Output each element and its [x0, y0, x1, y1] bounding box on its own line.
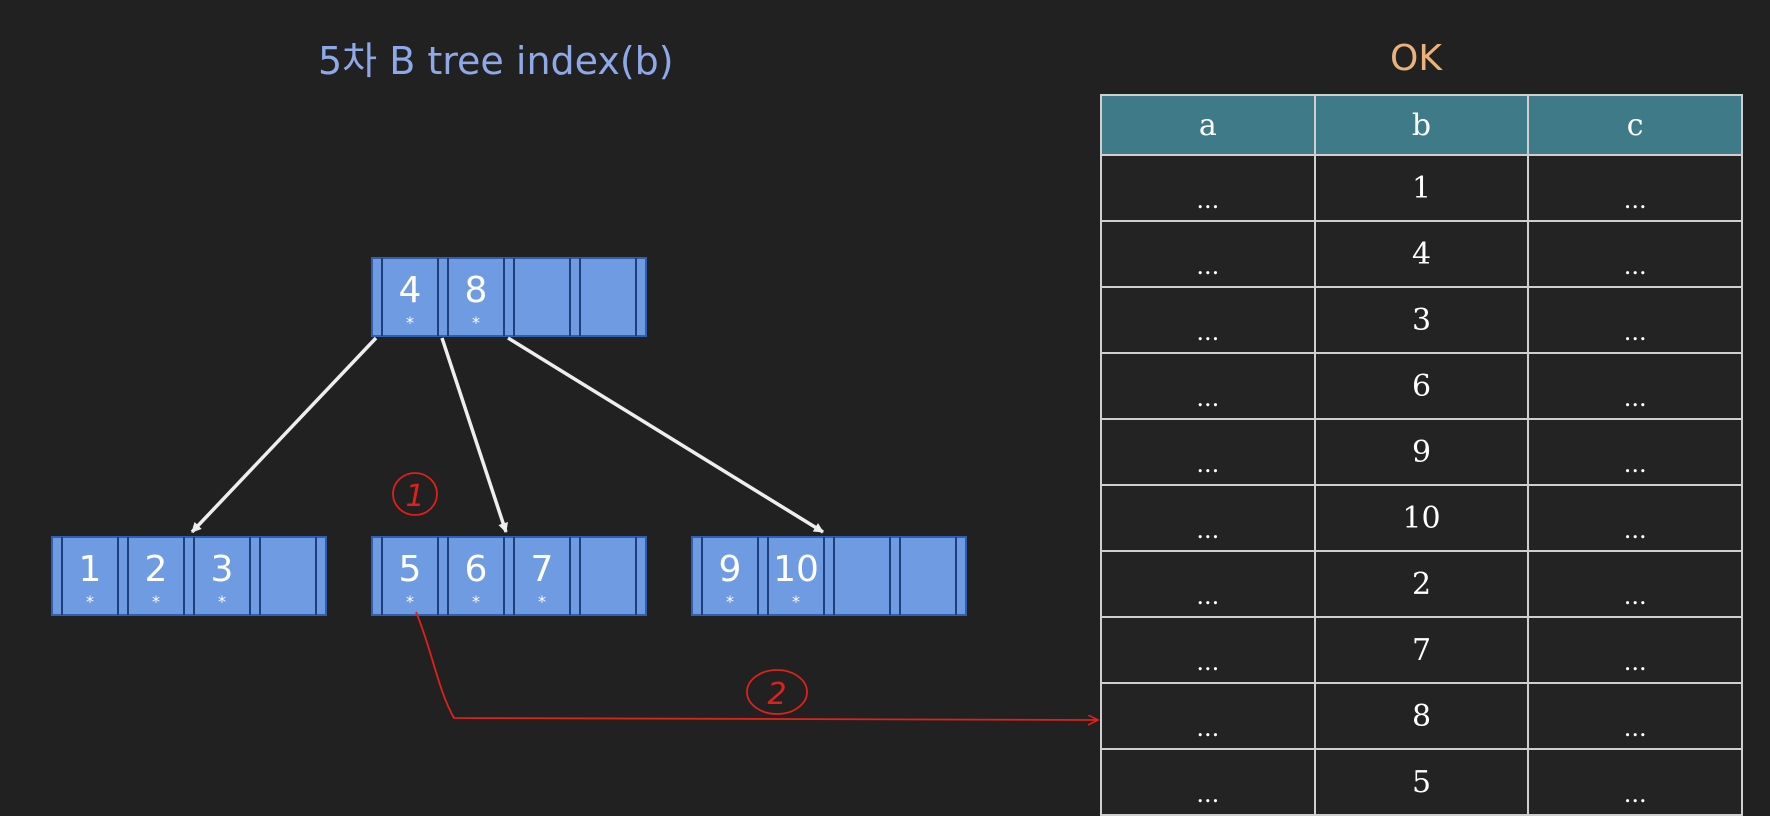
leaf-node-3: 9 * 10 *	[691, 536, 967, 616]
table-cell-a: ...	[1100, 154, 1316, 222]
edge-root-to-leaf-2	[440, 337, 508, 533]
leaf-node-2: 5 * 6 * 7 *	[371, 536, 647, 616]
table-row: ...8...	[1100, 682, 1743, 750]
table-cell-b: 9	[1313, 418, 1530, 486]
table-cell-c: ...	[1527, 286, 1743, 354]
record-pointer-mark: *	[406, 313, 414, 332]
step1-label: 1	[405, 479, 424, 514]
record-pointer-mark: *	[86, 592, 94, 611]
table-cell-b: 4	[1313, 220, 1530, 288]
table-row: ...1...	[1100, 154, 1743, 222]
table-cell-c: ...	[1527, 550, 1743, 618]
edge-root-to-leaf-3	[507, 336, 824, 534]
data-table: a b c ...1......4......3......6......9..…	[1100, 94, 1743, 816]
table-cell-b: 1	[1313, 154, 1530, 222]
table-row: ...6...	[1100, 352, 1743, 420]
edge-root-to-leaf-1	[190, 336, 378, 534]
table-row: ...10...	[1100, 484, 1743, 552]
table-row: ...5...	[1100, 748, 1743, 816]
ok-label: OK	[1390, 38, 1442, 79]
node-key: 10	[773, 549, 819, 590]
step1-circle	[392, 472, 438, 516]
table-row: ...4...	[1100, 220, 1743, 288]
table-cell-c: ...	[1527, 352, 1743, 420]
table-row: ...3...	[1100, 286, 1743, 354]
record-pointer-mark: *	[792, 592, 800, 611]
node-key: 1	[79, 549, 102, 590]
table-cell-b: 10	[1313, 484, 1530, 552]
node-key: 7	[531, 549, 554, 590]
record-pointer-mark: *	[472, 313, 480, 332]
step2-label: 2	[767, 677, 786, 712]
node-key: 5	[399, 549, 422, 590]
diagram-title: 5차 B tree index(b)	[318, 39, 674, 83]
table-cell-c: ...	[1527, 748, 1743, 816]
table-cell-c: ...	[1527, 418, 1743, 486]
table-cell-b: 6	[1313, 352, 1530, 420]
node-key: 6	[465, 549, 488, 590]
table-cell-a: ...	[1100, 682, 1316, 750]
record-pointer-mark: *	[152, 592, 160, 611]
table-cell-a: ...	[1100, 550, 1316, 618]
node-key: 2	[145, 549, 168, 590]
step2-circle	[746, 669, 808, 715]
table-cell-a: ...	[1100, 748, 1316, 816]
root-node: 4 * 8 *	[371, 257, 647, 337]
node-key: 8	[465, 270, 488, 311]
table-cell-c: ...	[1527, 484, 1743, 552]
column-header-c: c	[1527, 94, 1743, 156]
table-cell-a: ...	[1100, 484, 1316, 552]
record-pointer-mark: *	[406, 592, 414, 611]
record-pointer-mark: *	[218, 592, 226, 611]
node-key: 4	[399, 270, 422, 311]
table-cell-a: ...	[1100, 352, 1316, 420]
table-row: ...7...	[1100, 616, 1743, 684]
pointer-path-to-table	[415, 611, 1097, 720]
table-cell-b: 2	[1313, 550, 1530, 618]
table-header-row: a b c	[1100, 94, 1743, 156]
table-cell-a: ...	[1100, 616, 1316, 684]
table-cell-b: 5	[1313, 748, 1530, 816]
table-cell-c: ...	[1527, 616, 1743, 684]
node-key: 3	[211, 549, 234, 590]
table-cell-a: ...	[1100, 286, 1316, 354]
column-header-b: b	[1313, 94, 1530, 156]
table-row: ...9...	[1100, 418, 1743, 486]
table-cell-c: ...	[1527, 154, 1743, 222]
table-cell-a: ...	[1100, 418, 1316, 486]
record-pointer-mark: *	[726, 592, 734, 611]
column-header-a: a	[1100, 94, 1316, 156]
table-cell-b: 3	[1313, 286, 1530, 354]
table-cell-a: ...	[1100, 220, 1316, 288]
table-row: ...2...	[1100, 550, 1743, 618]
table-cell-c: ...	[1527, 220, 1743, 288]
node-key: 9	[719, 549, 742, 590]
btree-diagram: 4 * 8 * 1 * 2 * 3 * 5 * 6 * 7 * 9 * 10 * 1 2	[51, 257, 1100, 791]
record-pointer-mark: *	[538, 592, 546, 611]
record-pointer-mark: *	[472, 592, 480, 611]
table-cell-c: ...	[1527, 682, 1743, 750]
table-cell-b: 7	[1313, 616, 1530, 684]
table-cell-b: 8	[1313, 682, 1530, 750]
diagram-canvas: 5차 B tree index(b) OK 4 * 8 * 1 * 2 * 3 * 5 * 6 * 7 * 9 *…	[51, 38, 1743, 816]
leaf-node-1: 1 * 2 * 3 *	[51, 536, 327, 616]
